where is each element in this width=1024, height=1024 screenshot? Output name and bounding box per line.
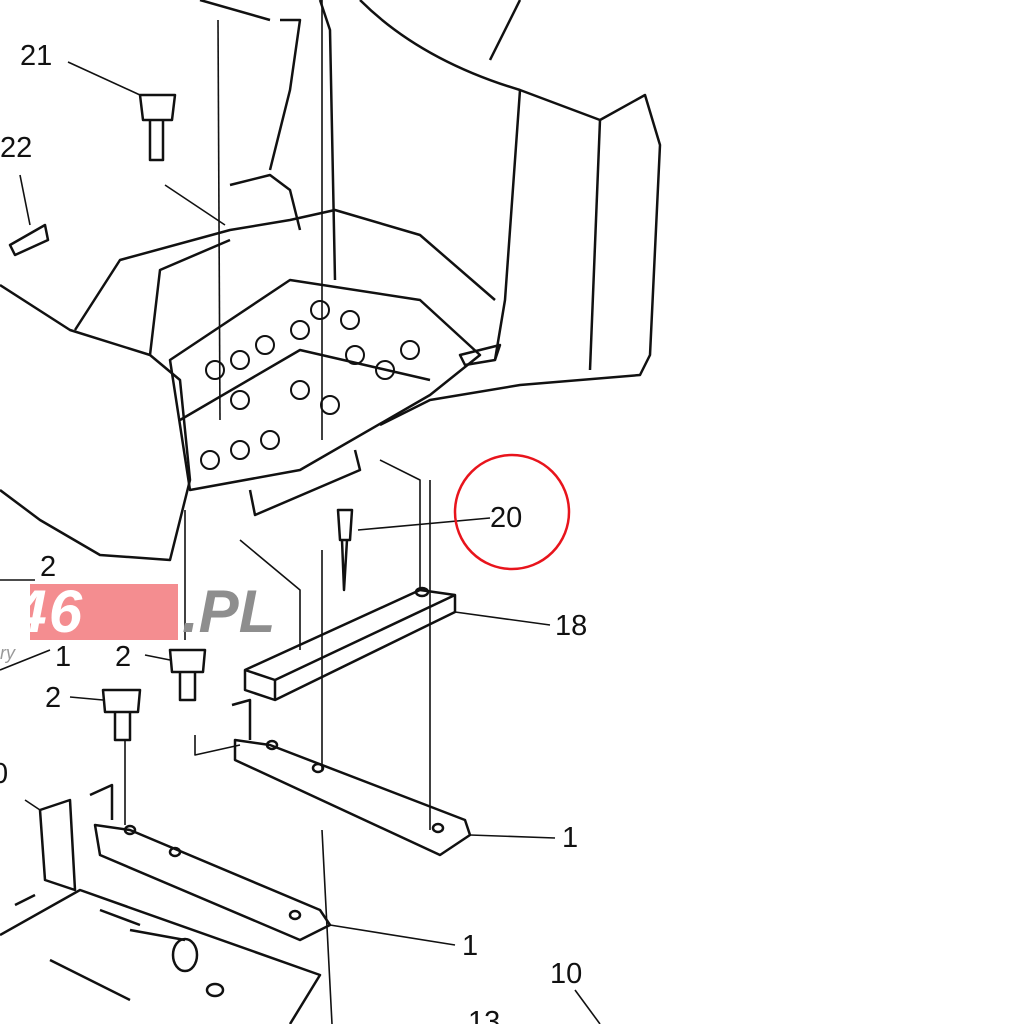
bracket-1-left (89, 783, 332, 942)
callout-13: 13 (468, 1006, 501, 1024)
bracket-1-right (231, 698, 472, 857)
callout-20: 20 (490, 502, 523, 534)
callout-2-top: 2 (40, 551, 57, 583)
fuse-tray (168, 278, 502, 517)
leader-lines (0, 0, 601, 1024)
callout-21: 21 (20, 40, 53, 72)
callout-2-mid: 2 (115, 641, 132, 673)
callout-2-low: 2 (45, 682, 62, 714)
bolt-22 (8, 223, 50, 257)
callout-1-left: 1 (55, 641, 72, 673)
callout-0-partial: 0 (0, 758, 9, 790)
watermark-box (30, 584, 178, 640)
watermark-tagline: ry (0, 643, 15, 663)
callout-22: 22 (0, 132, 33, 164)
bolt-2-lower (101, 688, 142, 742)
frame (0, 798, 322, 1024)
highlight-circle (453, 453, 571, 571)
callout-10: 10 (550, 958, 583, 990)
callout-1-right: 1 (562, 822, 579, 854)
callout-18: 18 (555, 610, 588, 642)
plate-18 (243, 586, 457, 702)
watermark-number: 046 (0, 578, 85, 645)
bolt-2-upper (168, 648, 207, 702)
body-panel (0, 0, 662, 562)
bolt-21 (138, 93, 177, 162)
watermark-domain: .PL (182, 578, 276, 645)
callout-1-bottom: 1 (462, 930, 479, 962)
rivet-20 (336, 508, 354, 592)
